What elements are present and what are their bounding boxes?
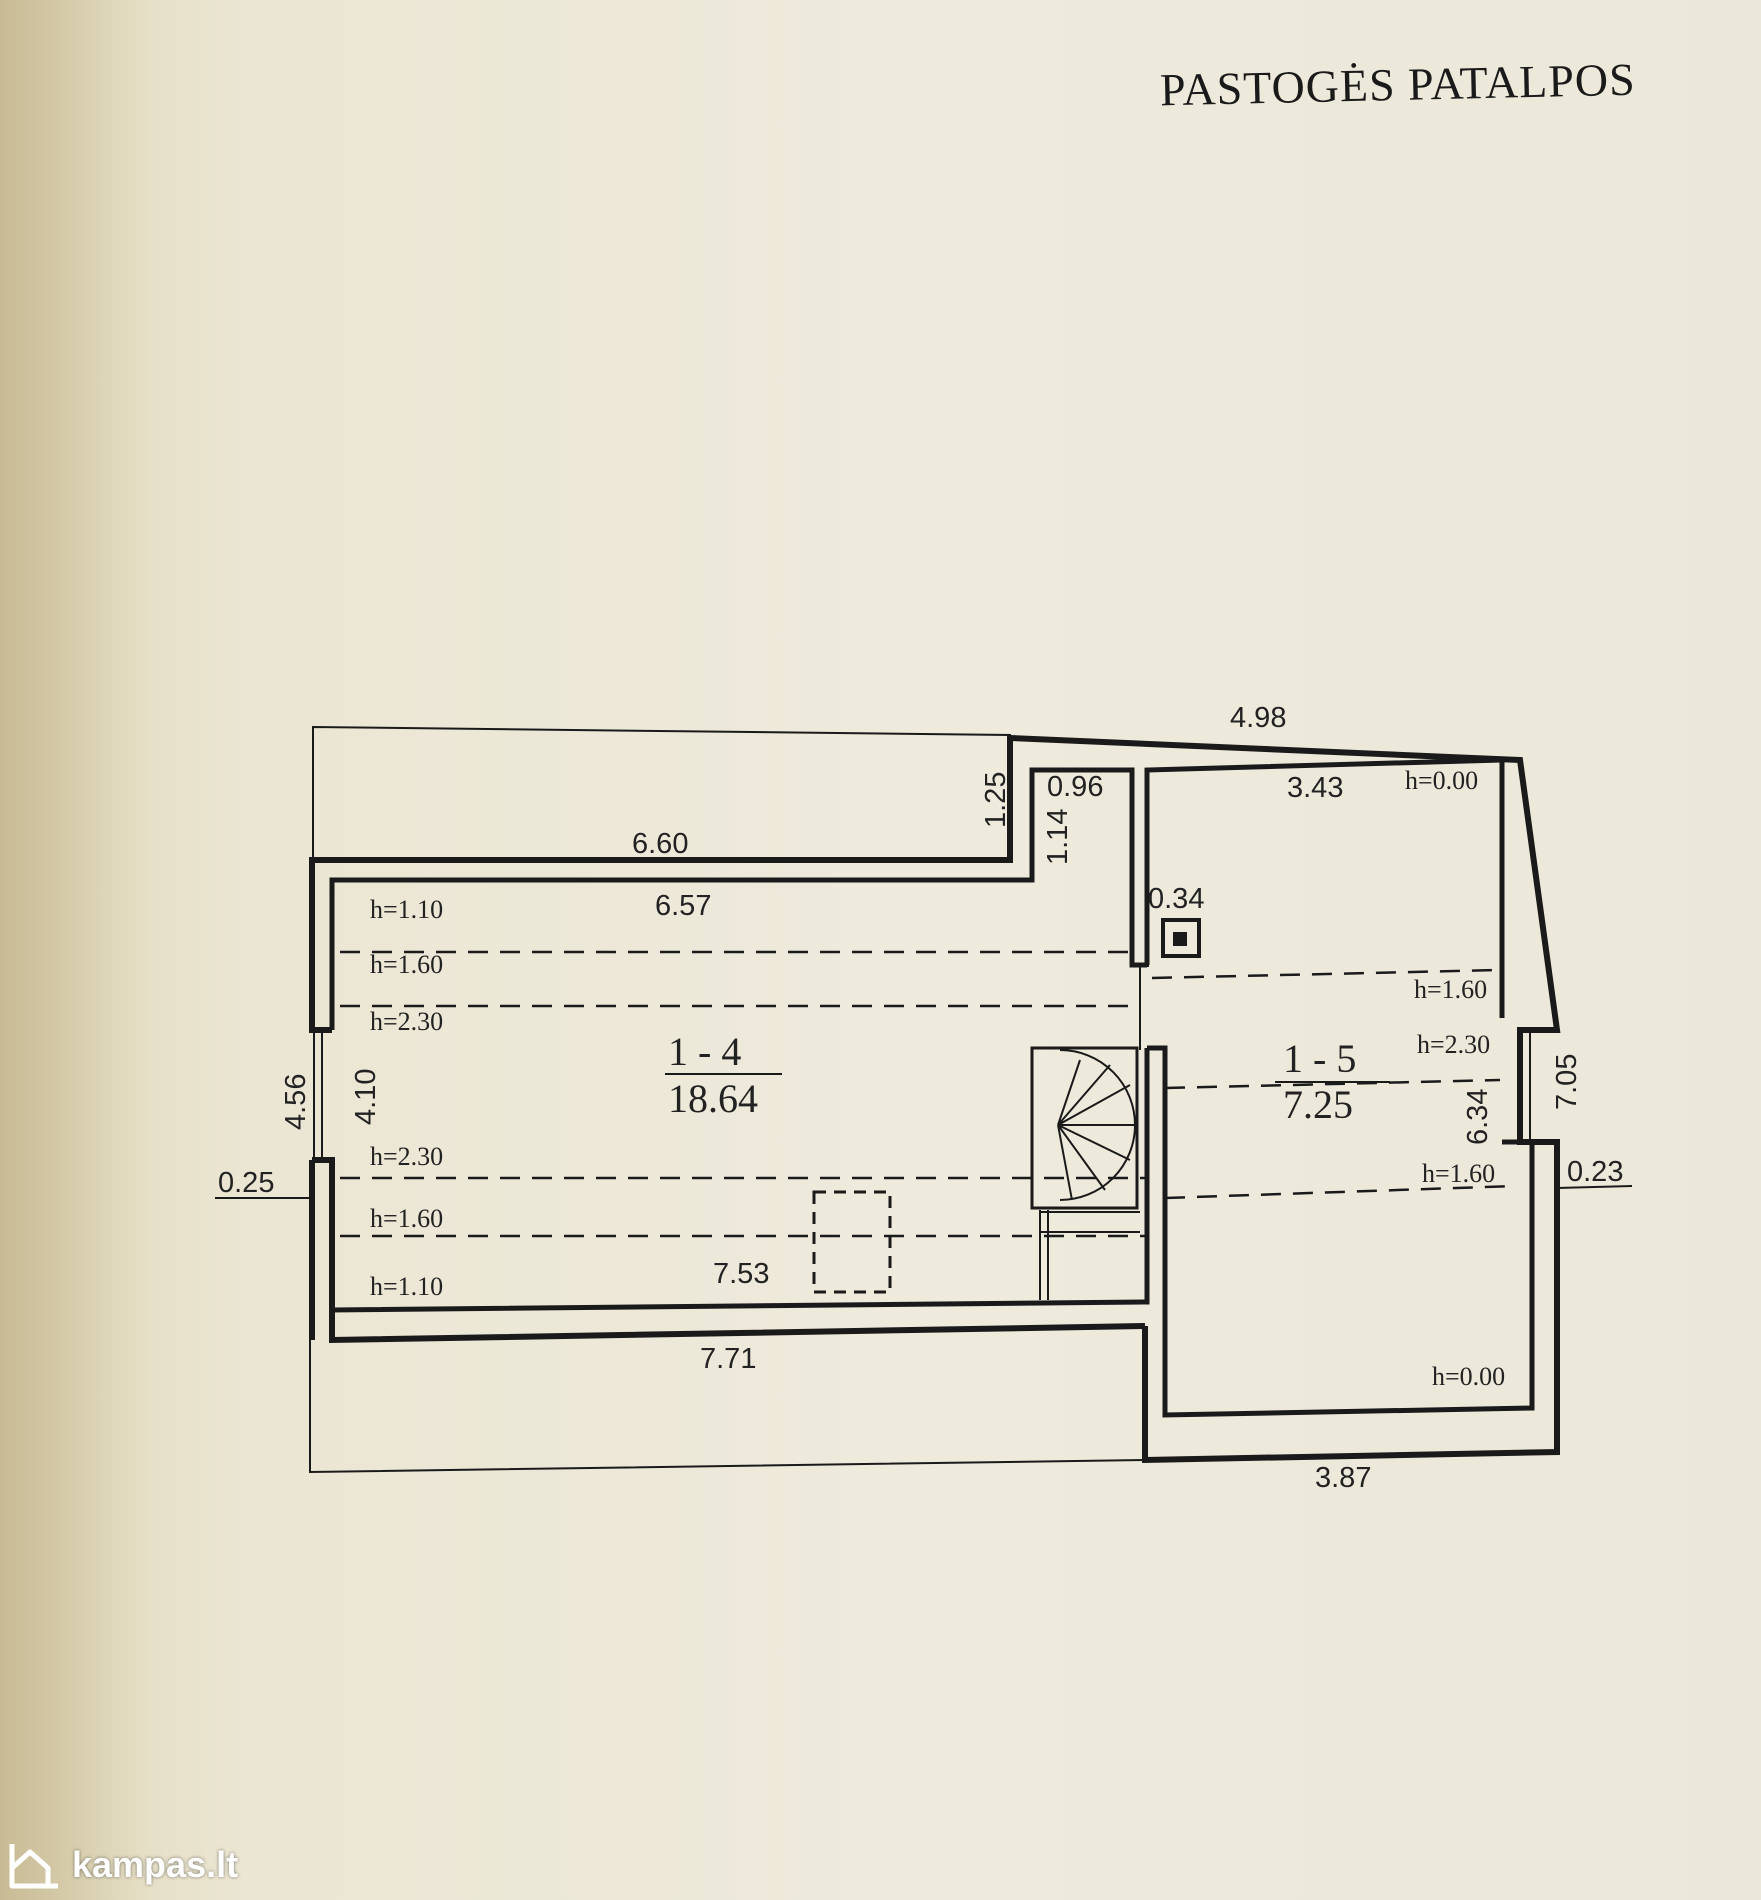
house-logo-icon bbox=[9, 1844, 58, 1889]
height-label: h=1.10 bbox=[370, 895, 443, 924]
dimension-label: 6.34 bbox=[1462, 1089, 1494, 1145]
height-line bbox=[1164, 1078, 1501, 1090]
height-line bbox=[1164, 1184, 1516, 1200]
height-label: h=2.30 bbox=[370, 1142, 443, 1171]
dimension-label: 0.96 bbox=[1047, 771, 1103, 803]
room-number: 1 - 4 bbox=[668, 1029, 741, 1074]
height-label: h=1.60 bbox=[370, 950, 443, 979]
outer-wall-left-room bbox=[309, 734, 1561, 1464]
height-label: h=0.00 bbox=[1432, 1362, 1505, 1391]
height-line bbox=[1151, 968, 1501, 980]
dimension-label: 0.23 bbox=[1567, 1156, 1623, 1188]
dimension-label: 4.56 bbox=[280, 1074, 312, 1130]
outer-outline-bottom bbox=[309, 1338, 1146, 1474]
inner-wall-room-1-4-bottom bbox=[329, 1048, 1150, 1313]
room-area: 18.64 bbox=[668, 1076, 758, 1121]
inner-wall-room-1-4 bbox=[329, 767, 1147, 1030]
dimension-label: 7.05 bbox=[1551, 1054, 1583, 1110]
stair-box bbox=[1030, 1046, 1139, 1210]
roof-hatch bbox=[812, 1190, 892, 1294]
inner-wall-room-1-5 bbox=[1144, 757, 1505, 1018]
leader-023 bbox=[1556, 1185, 1633, 1189]
dimension-label: 4.98 bbox=[1230, 702, 1286, 734]
height-label: h=1.60 bbox=[370, 1204, 443, 1233]
dimension-label: 3.43 bbox=[1287, 772, 1343, 804]
dimension-label: 1.14 bbox=[1042, 809, 1074, 865]
logo-text: kampas.lt bbox=[72, 1844, 239, 1885]
room-number: 1 - 5 bbox=[1283, 1036, 1356, 1081]
dimension-label: 0.25 bbox=[218, 1167, 274, 1199]
inner-wall-room-1-5-lower bbox=[1147, 1045, 1535, 1418]
dimension-label: 3.87 bbox=[1315, 1462, 1371, 1494]
height-label: h=1.10 bbox=[370, 1272, 443, 1301]
height-label: h=1.60 bbox=[1414, 975, 1487, 1004]
height-label: h=0.00 bbox=[1405, 766, 1478, 795]
chimney-core bbox=[1173, 932, 1187, 946]
dimension-label: 7.53 bbox=[713, 1258, 769, 1290]
chimney-icon bbox=[1161, 918, 1201, 958]
room-area: 7.25 bbox=[1283, 1082, 1353, 1127]
dimension-label: 0.34 bbox=[1148, 883, 1204, 915]
outer-wall-bottom bbox=[312, 1157, 1146, 1344]
height-label: h=2.30 bbox=[1417, 1030, 1490, 1059]
dimension-label: 1.25 bbox=[980, 772, 1012, 828]
dimension-label: 6.57 bbox=[655, 890, 711, 922]
page-binding-shadow bbox=[0, 0, 150, 1900]
height-label: h=1.60 bbox=[1422, 1159, 1495, 1188]
dimension-label: 6.60 bbox=[632, 828, 688, 860]
dimension-label: 4.10 bbox=[350, 1069, 382, 1125]
dimension-label: 7.71 bbox=[700, 1343, 756, 1375]
watermark-logo: kampas.lt bbox=[8, 1840, 238, 1890]
height-label: h=2.30 bbox=[370, 1007, 443, 1036]
